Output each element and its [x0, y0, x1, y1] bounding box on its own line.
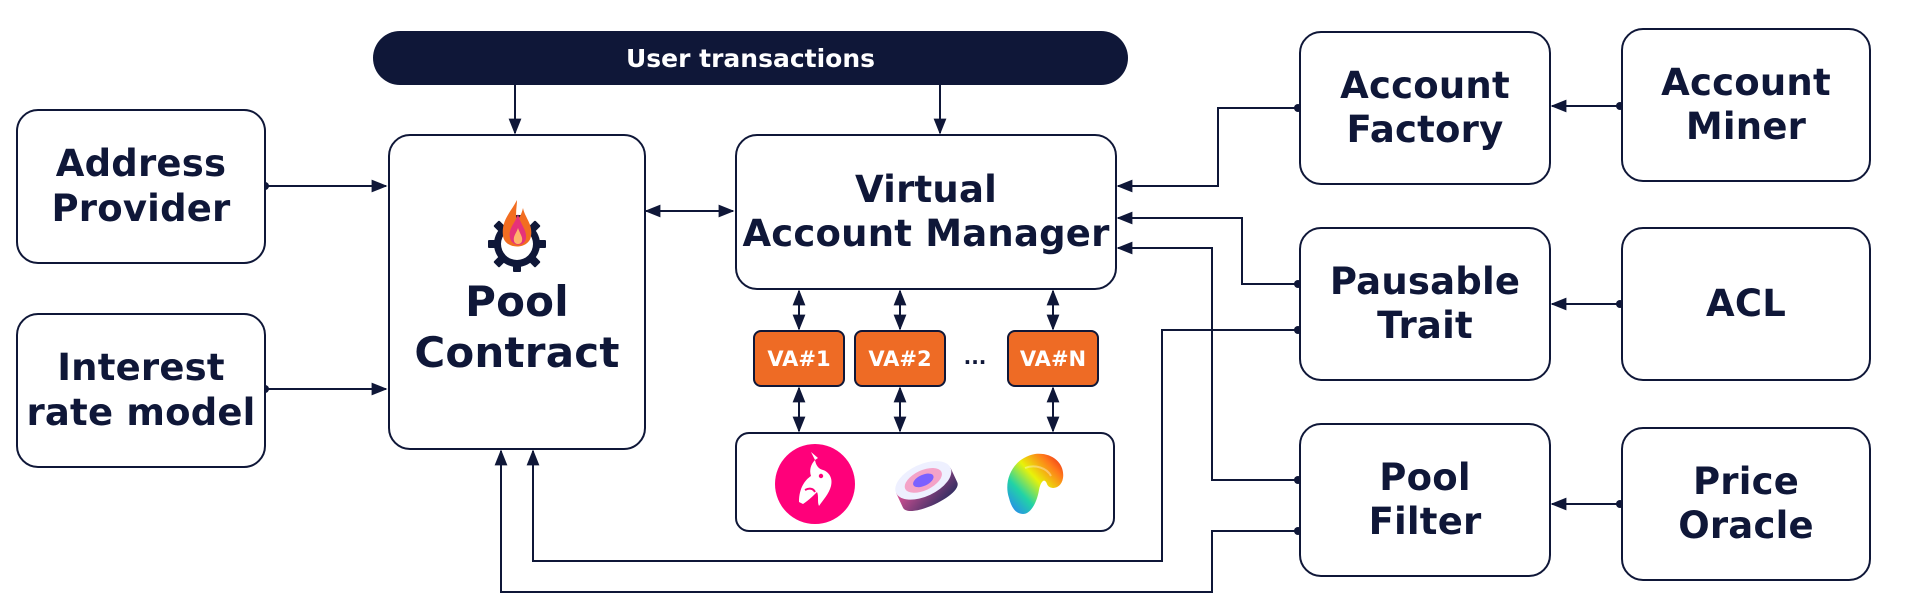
account-factory-label: Account Factory — [1340, 63, 1510, 151]
acl-label: ACL — [1706, 281, 1786, 325]
account-miner-box[interactable]: Account Miner — [1621, 28, 1871, 182]
virtual-account-2[interactable]: VA#2 — [854, 330, 946, 387]
virtual-account-2-label: VA#2 — [868, 346, 932, 371]
pausable-trait-box[interactable]: Pausable Trait — [1299, 227, 1551, 381]
protocols-box — [735, 432, 1115, 532]
flame-gear-icon — [487, 199, 546, 272]
virtual-account-n-label: VA#N — [1019, 346, 1087, 371]
account-factory-box[interactable]: Account Factory — [1299, 31, 1551, 185]
virtual-account-manager-label: Virtual Account Manager — [742, 167, 1110, 255]
price-oracle-box[interactable]: Price Oracle — [1621, 427, 1871, 581]
uniswap-unicorn-icon — [775, 444, 855, 524]
interest-rate-model-box[interactable]: Interest rate model — [16, 313, 266, 468]
pool-contract-box[interactable]: Pool Contract — [388, 134, 646, 450]
user-transactions-banner: User transactions — [373, 31, 1128, 85]
pool-contract-label: Pool Contract — [414, 276, 620, 377]
interest-rate-model-label: Interest rate model — [26, 346, 256, 434]
curve-icon — [1007, 453, 1064, 514]
acl-box[interactable]: ACL — [1621, 227, 1871, 381]
address-provider-box[interactable]: Address Provider — [16, 109, 266, 264]
virtual-account-ellipsis: ... — [963, 345, 987, 369]
virtual-account-1[interactable]: VA#1 — [753, 330, 845, 387]
arrow-pool-filter-to-vam — [1116, 241, 1298, 481]
virtual-account-n[interactable]: VA#N — [1007, 330, 1099, 387]
virtual-account-manager-box[interactable]: Virtual Account Manager — [735, 134, 1117, 290]
arrow-account-factory-to-vam — [1116, 107, 1298, 193]
user-transactions-label: User transactions — [625, 43, 876, 73]
address-provider-label: Address Provider — [51, 142, 231, 230]
sushiswap-icon — [895, 461, 958, 512]
price-oracle-label: Price Oracle — [1678, 459, 1814, 547]
arrow-pausable-to-vam — [1116, 211, 1298, 285]
pool-filter-label: Pool Filter — [1368, 455, 1482, 543]
virtual-account-1-label: VA#1 — [767, 346, 831, 371]
account-miner-label: Account Miner — [1661, 60, 1831, 148]
pausable-trait-label: Pausable Trait — [1329, 259, 1521, 347]
pool-filter-box[interactable]: Pool Filter — [1299, 423, 1551, 577]
